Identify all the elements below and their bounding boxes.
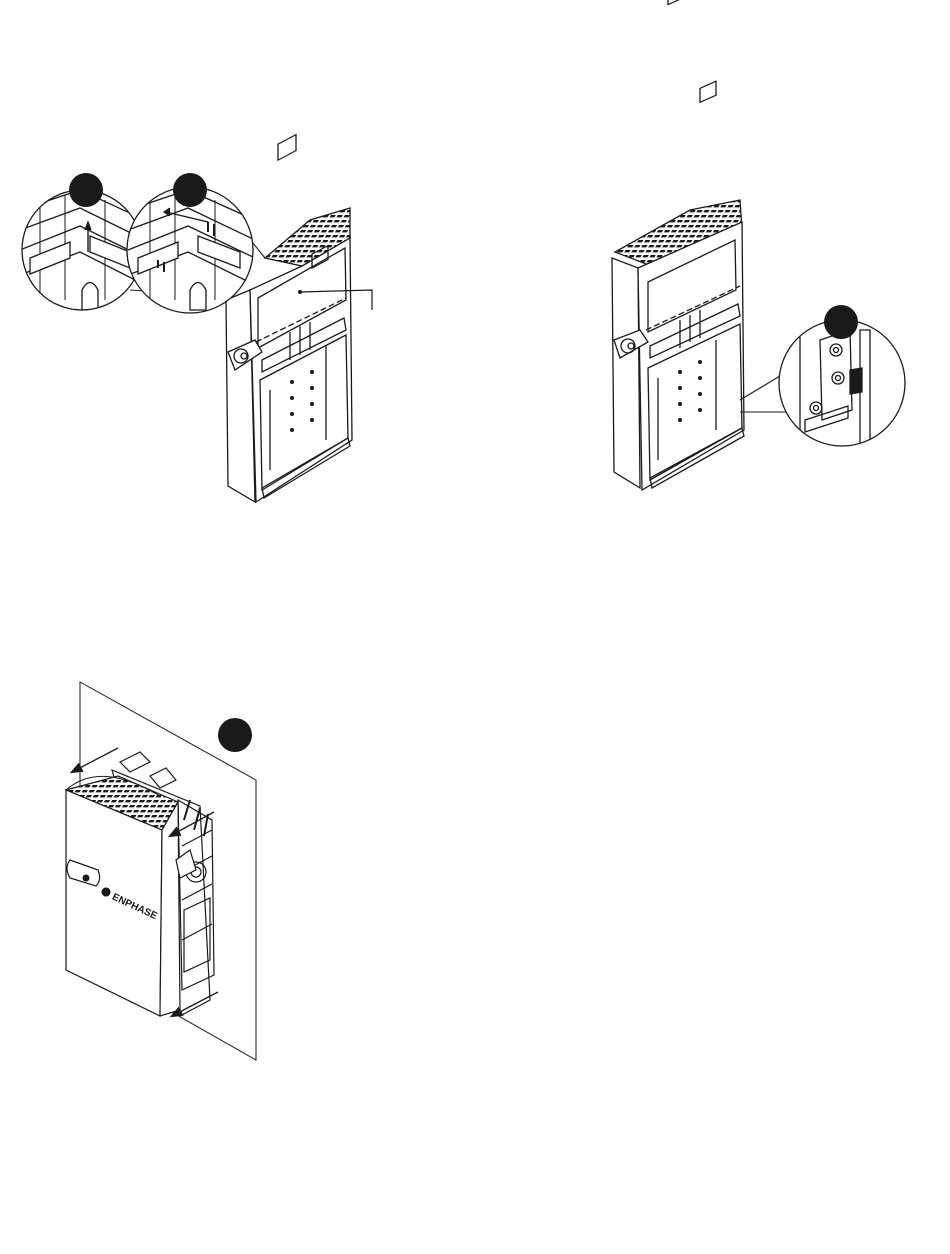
callout-dot-3 <box>824 305 858 339</box>
callout-dot-2 <box>173 173 207 207</box>
callout-dot-1 <box>69 173 103 207</box>
callout-dot-4 <box>218 718 252 752</box>
detail-magnifier-3 <box>779 320 905 450</box>
figure-step-c: ENPHASE <box>66 682 256 1060</box>
detail-magnifier-1 <box>20 190 145 310</box>
enclosure-cover: ENPHASE <box>66 776 196 1016</box>
enclosure-rear-a <box>226 135 352 502</box>
figure-step-a <box>20 135 372 502</box>
enclosure-rear-b <box>612 0 744 490</box>
figure-step-b <box>612 0 905 490</box>
